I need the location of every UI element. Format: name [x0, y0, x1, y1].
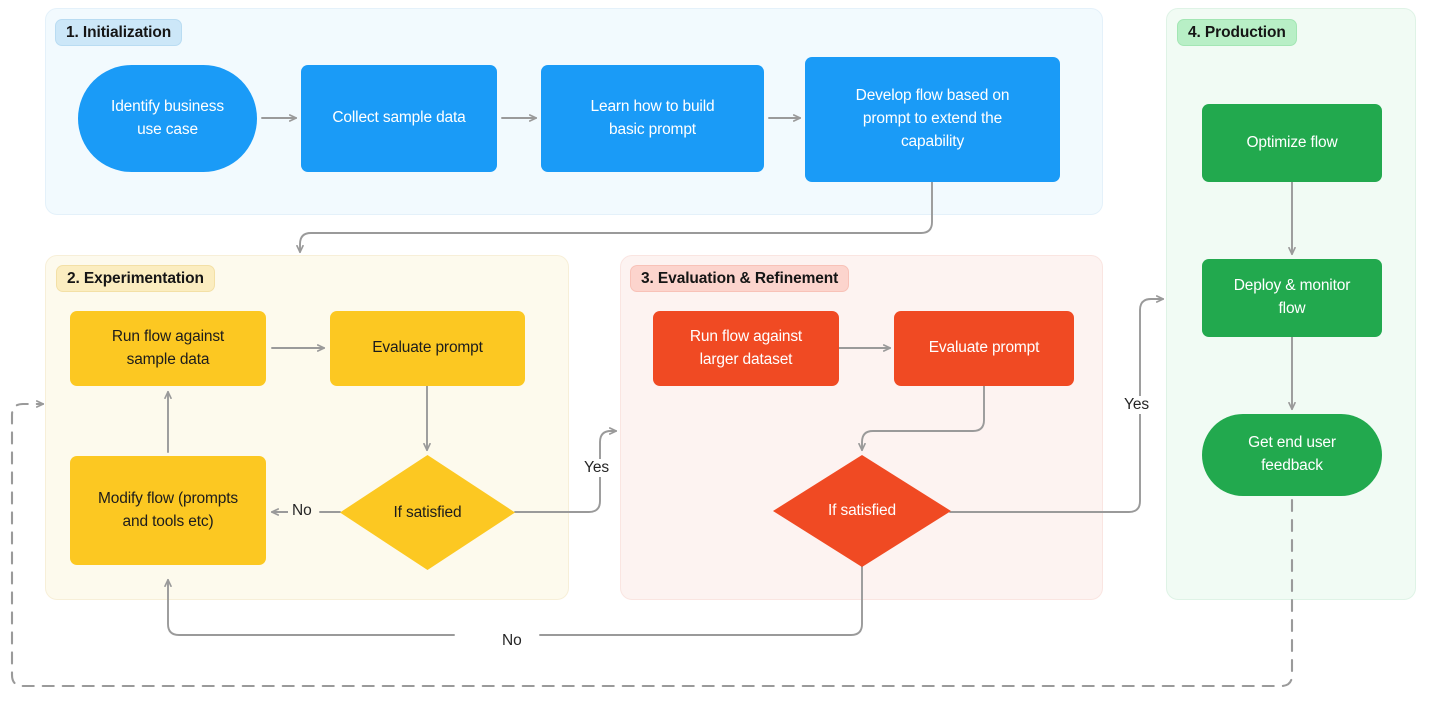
edge-label-experimentation-no: No [288, 502, 316, 520]
edge-label-experimentation-yes: Yes [580, 459, 613, 477]
node-develop-flow-based-on-prompt[interactable]: Develop flow based on prompt to extend t… [805, 57, 1060, 182]
node-label: If satisfied [828, 502, 896, 519]
section-badge-initialization: 1. Initialization [55, 19, 183, 46]
section-badge-experimentation: 2. Experimentation [56, 265, 215, 292]
edge-label-evaluation-yes: Yes [1120, 396, 1153, 414]
node-deploy-and-monitor-flow[interactable]: Deploy & monitor flow [1202, 259, 1382, 337]
section-badge-production: 4. Production [1177, 19, 1297, 46]
node-optimize-flow[interactable]: Optimize flow [1202, 104, 1382, 182]
node-evaluate-prompt-experimentation[interactable]: Evaluate prompt [330, 311, 525, 386]
node-label: If satisfied [393, 503, 462, 521]
diamond-shape-icon [773, 455, 951, 567]
node-learn-how-to-build-basic-prompt[interactable]: Learn how to build basic prompt [541, 65, 764, 172]
edge-label-evaluation-no: No [498, 632, 526, 650]
node-get-end-user-feedback[interactable]: Get end user feedback [1202, 414, 1382, 496]
node-modify-flow[interactable]: Modify flow (prompts and tools etc) [70, 456, 266, 565]
node-run-flow-against-sample-data[interactable]: Run flow against sample data [70, 311, 266, 386]
node-if-satisfied-evaluation[interactable]: If satisfied [773, 455, 951, 567]
section-badge-evaluation: 3. Evaluation & Refinement [630, 265, 850, 292]
node-evaluate-prompt-evaluation[interactable]: Evaluate prompt [894, 311, 1074, 386]
node-collect-sample-data[interactable]: Collect sample data [301, 65, 497, 172]
node-identify-business-use-case[interactable]: Identify business use case [78, 65, 257, 172]
node-run-flow-against-larger-dataset[interactable]: Run flow against larger dataset [653, 311, 839, 386]
node-if-satisfied-experimentation[interactable]: If satisfied [340, 455, 515, 570]
diamond-shape-icon [340, 455, 515, 570]
